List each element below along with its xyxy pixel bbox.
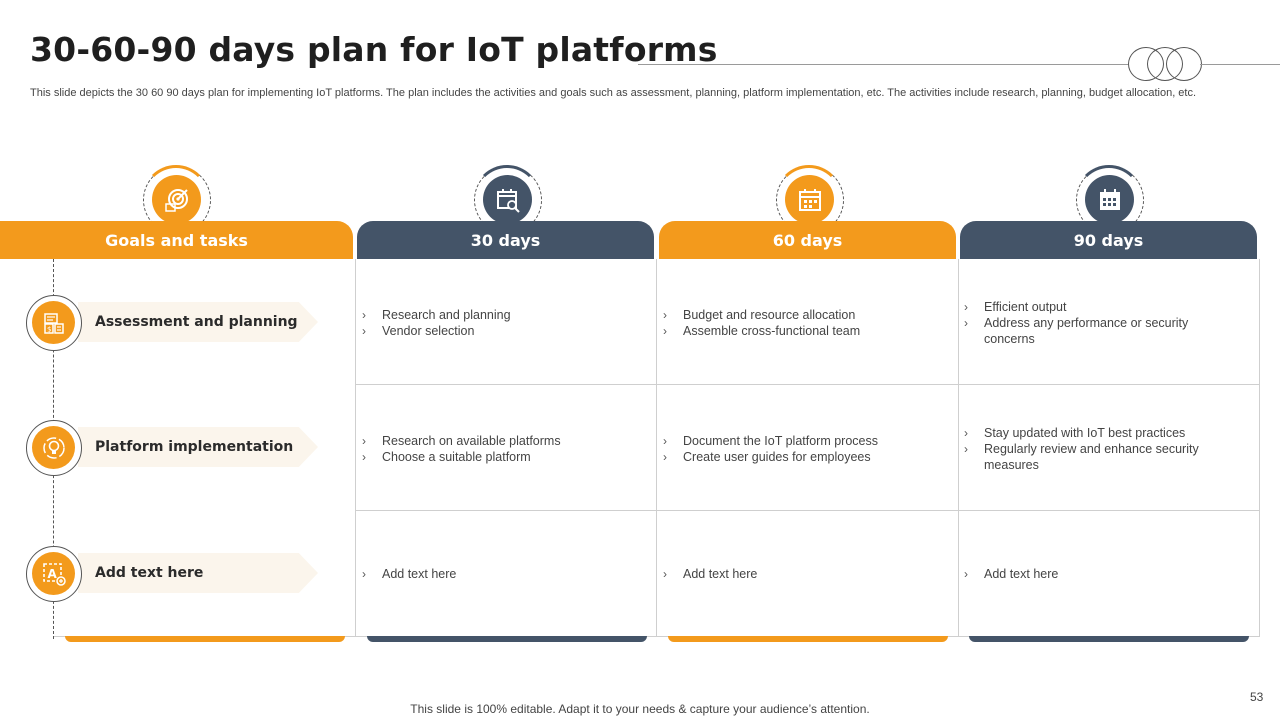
column-header-60-days: 60 days — [659, 221, 956, 259]
column-footer-bar — [65, 636, 345, 642]
list-item: ›Efficient output — [964, 300, 1067, 314]
grid-divider — [656, 259, 657, 637]
title-divider-right — [1200, 64, 1280, 65]
cell-add-text-60: ›Add text here — [663, 566, 948, 582]
lightbulb-cycle-icon — [26, 420, 82, 476]
list-item: ›Assemble cross-functional team — [663, 324, 861, 338]
column-header-90-days: 90 days — [960, 221, 1257, 259]
list-item: ›Address any performance or security con… — [964, 316, 1189, 346]
page-title: 30-60-90 days plan for IoT platforms — [30, 30, 718, 69]
rings-decoration-icon — [1126, 47, 1204, 83]
column-footer-bar — [969, 636, 1249, 642]
row-label-assessment: Assessment and planning — [95, 314, 298, 330]
grid-divider — [1259, 259, 1260, 637]
list-item: ›Add text here — [362, 567, 457, 581]
grid-divider — [355, 259, 356, 637]
list-item: ›Document the IoT platform process — [663, 434, 878, 448]
grid-divider — [958, 259, 959, 637]
column-header-30-days: 30 days — [357, 221, 654, 259]
cell-platform-60: ›Document the IoT platform process ›Crea… — [663, 433, 948, 465]
column-footer-bar — [367, 636, 647, 642]
list-item: ›Stay updated with IoT best practices — [964, 426, 1186, 440]
column-footer-bar — [668, 636, 948, 642]
cell-assessment-90: ›Efficient output ›Address any performan… — [964, 299, 1234, 347]
cell-add-text-90: ›Add text here — [964, 566, 1234, 582]
title-divider — [638, 64, 1128, 65]
svg-text:$: $ — [47, 325, 51, 333]
row-label-background — [78, 553, 318, 593]
list-item: ›Regularly review and enhance security m… — [964, 442, 1199, 472]
cell-assessment-60: ›Budget and resource allocation ›Assembl… — [663, 307, 948, 339]
list-item: ›Choose a suitable platform — [362, 450, 531, 464]
row-label-platform: Platform implementation — [95, 439, 294, 455]
cell-platform-30: ›Research on available platforms ›Choose… — [362, 433, 647, 465]
list-item: ›Add text here — [964, 567, 1059, 581]
row-label-background — [78, 427, 318, 467]
page-number: 53 — [1250, 690, 1264, 704]
column-header-goals: Goals and tasks — [0, 221, 353, 259]
svg-text:A: A — [47, 567, 57, 581]
cell-assessment-30: ›Research and planning ›Vendor selection — [362, 307, 647, 339]
grid-divider — [53, 636, 1260, 637]
footer-note: This slide is 100% editable. Adapt it to… — [410, 702, 870, 716]
text-edit-icon: A — [26, 546, 82, 602]
row-label-background — [78, 302, 318, 342]
list-item: ›Add text here — [663, 567, 758, 581]
row-label-add-text: Add text here — [95, 565, 204, 581]
grid-divider — [355, 510, 1260, 511]
budget-report-icon: $ — [26, 295, 82, 351]
list-item: ›Create user guides for employees — [663, 450, 871, 464]
list-item: ›Budget and resource allocation — [663, 308, 856, 322]
list-item: ›Research and planning — [362, 308, 511, 322]
slide-description: This slide depicts the 30 60 90 days pla… — [30, 87, 1197, 99]
grid-divider — [355, 384, 1260, 385]
cell-platform-90: ›Stay updated with IoT best practices ›R… — [964, 425, 1234, 473]
cell-add-text-30: ›Add text here — [362, 566, 647, 582]
list-item: ›Vendor selection — [362, 324, 475, 338]
list-item: ›Research on available platforms — [362, 434, 561, 448]
